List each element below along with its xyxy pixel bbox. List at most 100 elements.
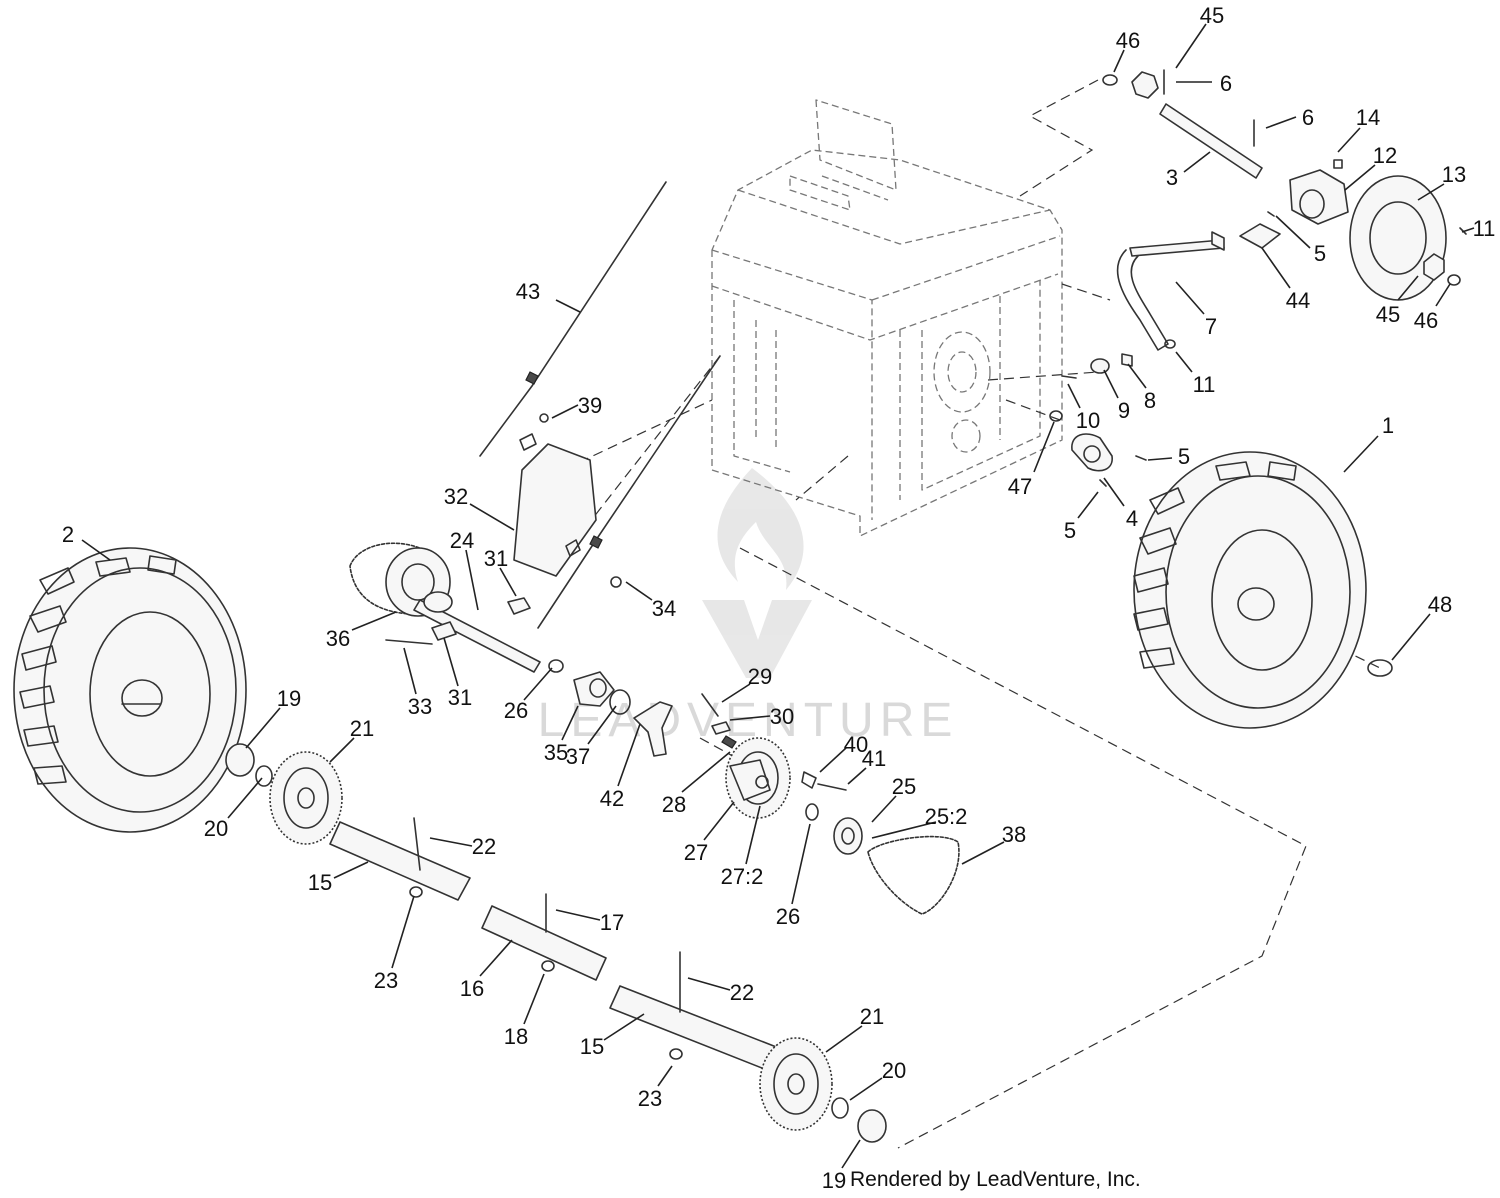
callout-leader-c16 [479,939,513,977]
callout-label-c26a: 26 [504,698,528,723]
callout-label-c39: 39 [578,393,602,418]
callout-label-c35: 35 [544,740,568,765]
callout-leader-c36 [351,611,397,631]
callout-leader-c47 [1033,421,1055,473]
friction-drive-assembly [349,542,541,673]
callout-label-c46a: 46 [1116,28,1140,53]
callout-leader-c20b [849,1077,883,1101]
callout-label-c9: 9 [1118,398,1130,423]
callout-leader-c5c [1077,491,1099,519]
callout-label-c14: 14 [1356,105,1380,130]
callout-leader-c26a [523,667,553,701]
callout-leader-c25 [871,795,897,823]
callout-leader-c38 [961,841,1005,865]
callout-leader-c12 [1344,164,1376,191]
callout-leader-c3 [1183,151,1211,173]
callout-label-c30: 30 [770,704,794,729]
right-wheel [1133,451,1367,729]
callout-leader-c45a [1175,23,1207,69]
callout-leader-c41 [847,767,867,785]
callout-leader-c30 [729,715,771,721]
callout-label-c15b: 15 [580,1034,604,1059]
callout-leader-c27 [703,801,735,841]
drive-chain [867,835,960,915]
callout-leader-c6b [1265,116,1297,129]
callout-label-c6b: 6 [1302,105,1314,130]
callout-label-c28: 28 [662,792,686,817]
callout-leader-c11b [1175,351,1193,373]
bearing-flange [1049,410,1147,487]
callout-leader-c46b [1435,283,1451,307]
callout-leader-c31a [499,567,517,597]
callout-label-c20b: 20 [882,1058,906,1083]
callout-label-c19a: 19 [277,686,301,711]
callout-leader-c19a [245,707,281,749]
callout-leader-c13 [1417,183,1445,201]
callout-leader-c15a [333,861,369,879]
callout-label-c19b: 19 [822,1168,846,1193]
callout-leader-c8 [1127,363,1147,389]
left-gear-bearing [225,743,343,845]
callout-leader-c31b [443,637,459,687]
callout-label-c25: 25 [892,774,916,799]
speed-control-cable [479,181,721,629]
upper-shaft-assembly [1102,69,1467,301]
callout-leader-c37 [587,705,617,745]
callout-label-c45a: 45 [1200,3,1224,28]
callout-leader-c15b [603,1013,645,1041]
callout-label-c44: 44 [1286,288,1310,313]
callout-label-c37: 37 [566,744,590,769]
callout-label-c8: 8 [1144,388,1156,413]
callout-leader-c46a [1113,49,1125,73]
callout-leader-c24 [465,549,479,611]
watermark-logo [702,468,812,678]
callout-label-c2: 2 [62,522,74,547]
shift-arm-linkage [1061,231,1225,379]
callout-label-c12: 12 [1373,143,1397,168]
callout-leader-c21a [329,737,355,763]
callout-leader-c43 [555,299,581,313]
callout-leader-c26b [791,823,811,905]
callout-label-c13: 13 [1442,162,1466,187]
callout-leader-c28 [681,751,731,793]
callout-leader-c20a [227,777,263,819]
housing-frame [711,99,1063,537]
callout-label-c33: 33 [408,694,432,719]
callout-label-c25_2: 25:2 [925,804,968,829]
watermark-text: LEADVENTURE [538,694,959,747]
callout-label-c24: 24 [450,528,474,553]
callout-label-c4: 4 [1126,506,1138,531]
callout-label-c29: 29 [748,664,772,689]
callout-leader-c33 [403,647,417,695]
callout-leader-c39 [551,404,579,419]
callout-leader-c18 [523,973,545,1025]
callout-leader-c7 [1175,281,1205,315]
callout-leader-c29 [721,683,751,703]
callout-label-c5b: 5 [1178,444,1190,469]
callout-label-c16: 16 [460,976,484,1001]
callout-label-c41: 41 [862,746,886,771]
callout-leader-c21b [825,1025,863,1053]
callout-label-c40: 40 [844,732,868,757]
callout-label-c45b: 45 [1376,302,1400,327]
callout-label-c26b: 26 [776,904,800,929]
callout-label-c48: 48 [1428,592,1452,617]
render-credit: Rendered by LeadVenture, Inc. [850,1168,1141,1191]
callout-label-c47: 47 [1008,474,1032,499]
middle-components [548,659,737,757]
callout-label-c42: 42 [600,786,624,811]
callout-leader-c23b [657,1065,673,1087]
callout-label-c5a: 5 [1314,241,1326,266]
callout-leader-c5a [1275,215,1311,249]
callout-leader-c25_2 [871,821,937,839]
callout-leader-c2 [81,539,111,561]
callout-label-c15a: 15 [308,870,332,895]
callout-leader-c34 [625,581,653,601]
callout-leader-c9 [1103,369,1119,399]
axle-segments [329,817,785,1073]
callout-leader-c40 [819,747,847,773]
callout-leader-c27_2 [745,805,761,865]
callout-label-c20a: 20 [204,816,228,841]
callout-leader-c5b [1147,457,1173,461]
